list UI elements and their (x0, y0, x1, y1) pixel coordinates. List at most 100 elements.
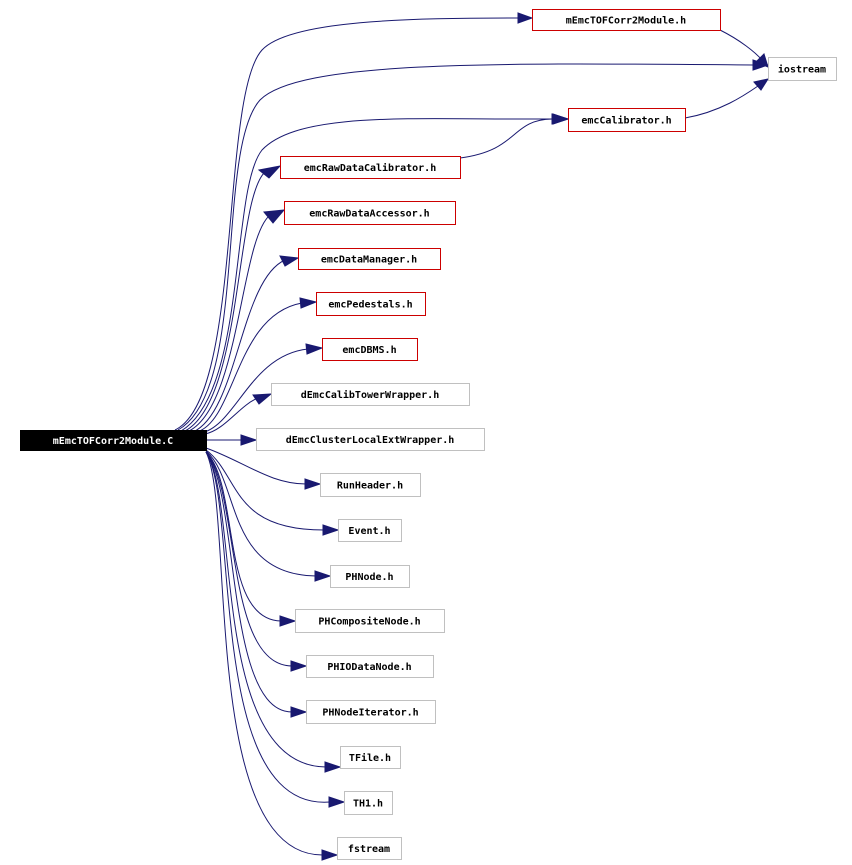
node-box (330, 565, 410, 588)
node-memctofcorr2module-h[interactable]: mEmcTOFCorr2Module.h (532, 9, 721, 31)
node-box (768, 57, 837, 81)
node-iostream[interactable]: iostream (768, 57, 837, 81)
node-root-file[interactable]: mEmcTOFCorr2Module.C (20, 430, 207, 451)
node-fstream[interactable]: fstream (337, 837, 402, 860)
edge-root-to-th1-h (205, 451, 346, 808)
arrowhead-icon (322, 524, 340, 536)
node-box (568, 108, 686, 132)
edge-root-to-emcdatamanager-h (192, 255, 300, 433)
node-tfile-h[interactable]: TFile.h (340, 746, 401, 769)
edge-line (684, 85, 759, 119)
arrowhead-icon (328, 796, 346, 808)
arrowhead-icon (279, 255, 300, 267)
node-label: emcRawDataCalibrator.h (304, 162, 436, 174)
edge-root-to-phnode-h (205, 450, 332, 582)
node-label: mEmcTOFCorr2Module.h (566, 16, 686, 27)
edge-line (205, 450, 317, 577)
node-phcompositenode-h[interactable]: PHCompositeNode.h (295, 609, 445, 633)
edge-root-to-emcpedestals-h (196, 297, 318, 433)
edge-root-to-emcrawdatacalibrator-h (184, 165, 282, 432)
node-emcrawdataaccessor-h[interactable]: emcRawDataAccessor.h (284, 201, 456, 225)
include-edges (174, 12, 770, 861)
node-box (337, 837, 402, 860)
edge-root-to-demccalibtowerwrapper-h (204, 393, 273, 435)
node-runheader-h[interactable]: RunHeader.h (320, 473, 421, 497)
arrowhead-icon (290, 706, 308, 718)
arrowhead-icon (517, 12, 534, 24)
node-emcdbms-h[interactable]: emcDBMS.h (322, 338, 418, 361)
node-label: PHIODataNode.h (327, 662, 411, 673)
node-demccalibtowerwrapper-h[interactable]: dEmcCalibTowerWrapper.h (271, 383, 470, 406)
node-label: emcCalibrator.h (581, 115, 671, 127)
node-phnodeiterator-h[interactable]: PHNodeIterator.h (306, 700, 436, 724)
arrowhead-icon (263, 209, 286, 224)
edge-line (174, 17, 521, 431)
node-box (344, 791, 393, 815)
edge-line (205, 451, 293, 667)
node-th1-h[interactable]: TH1.h (344, 791, 393, 815)
edge-line (719, 29, 763, 61)
node-box (280, 156, 461, 179)
arrowhead-icon (299, 297, 318, 309)
arrowhead-icon (252, 393, 273, 405)
arrowhead-icon (314, 570, 332, 582)
node-emccalibrator-h[interactable]: emcCalibrator.h (568, 108, 686, 132)
node-label: PHNodeIterator.h (322, 708, 418, 719)
edge-line (205, 451, 282, 622)
node-box (256, 428, 485, 451)
edge-line (204, 397, 259, 435)
edge-root-to-phnodeiterator-h (205, 451, 308, 718)
edge-root-to-tfile-h (205, 451, 342, 773)
node-box (316, 292, 426, 316)
arrowhead-icon (753, 78, 770, 91)
arrowhead-icon (304, 478, 322, 490)
node-label: emcDataManager.h (321, 255, 417, 266)
node-box (532, 9, 721, 31)
arrowhead-icon (240, 434, 258, 446)
node-label: emcPedestals.h (328, 300, 412, 311)
node-box (338, 519, 402, 542)
edge-root-to-event-h (205, 449, 340, 536)
edge-root-to-emcdbms-h (200, 343, 324, 434)
node-box (20, 430, 207, 451)
arrowhead-icon (324, 761, 342, 773)
node-label: iostream (778, 64, 826, 76)
edge-line (196, 302, 303, 433)
node-emcrawdatacalibrator-h[interactable]: emcRawDataCalibrator.h (280, 156, 461, 179)
edge-root-to-phcompositenode-h (205, 451, 297, 627)
node-phnode-h[interactable]: PHNode.h (330, 565, 410, 588)
node-label: PHCompositeNode.h (318, 616, 420, 628)
node-label: RunHeader.h (337, 481, 403, 492)
node-emcpedestals-h[interactable]: emcPedestals.h (316, 292, 426, 316)
node-box (306, 655, 434, 678)
edge-line (459, 118, 553, 159)
arrowhead-icon (257, 165, 282, 179)
node-event-h[interactable]: Event.h (338, 519, 402, 542)
node-phiodatanode-h[interactable]: PHIODataNode.h (306, 655, 434, 678)
node-label: fstream (348, 844, 390, 855)
node-label: emcRawDataAccessor.h (309, 209, 429, 220)
arrowhead-icon (290, 660, 308, 672)
node-demcclusterlocalextwrapper-h[interactable]: dEmcClusterLocalExtWrapper.h (256, 428, 485, 451)
arrowhead-icon (305, 343, 324, 355)
node-box (295, 609, 445, 633)
edge-line (205, 449, 325, 531)
edge-memctofcorr2module-h-to-iostream (719, 29, 769, 68)
node-box (298, 248, 441, 270)
node-box (320, 473, 421, 497)
arrowhead-icon (321, 849, 339, 861)
edge-line (205, 451, 331, 803)
node-box (306, 700, 436, 724)
node-label: Event.h (348, 526, 390, 537)
edge-root-to-emcrawdataaccessor-h (188, 209, 286, 432)
edge-line (184, 171, 266, 432)
edge-root-to-runheader-h (205, 447, 322, 490)
edge-root-to-fstream (205, 451, 339, 861)
header-nodes: mEmcTOFCorr2Module.C mEmcTOFCorr2Module.h… (20, 9, 837, 860)
node-label: TH1.h (353, 799, 383, 810)
node-emcdatamanager-h[interactable]: emcDataManager.h (298, 248, 441, 270)
node-label: PHNode.h (345, 572, 393, 583)
node-label: mEmcTOFCorr2Module.C (53, 436, 173, 447)
edge-line (205, 451, 293, 713)
